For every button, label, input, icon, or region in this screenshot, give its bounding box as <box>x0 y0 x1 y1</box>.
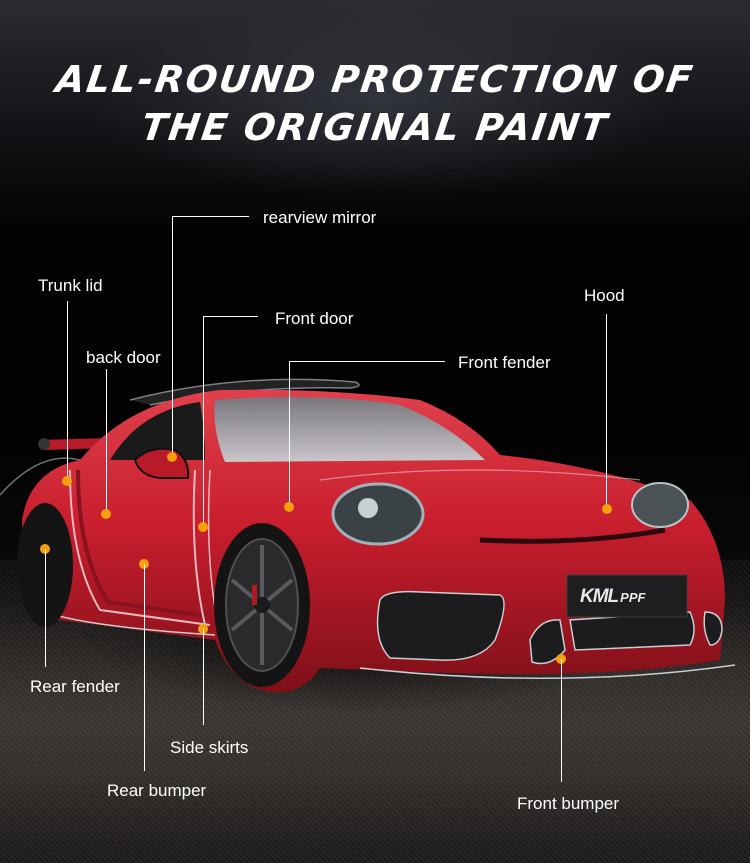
headline-line-1: ALL-ROUND PROTECTION OF <box>53 58 697 101</box>
label-front-bumper: Front bumper <box>517 794 620 813</box>
label-rear-bumper: Rear bumper <box>107 781 207 800</box>
label-rear-fender: Rear fender <box>30 677 120 696</box>
trunk-lid-marker <box>62 476 72 486</box>
front-door-marker <box>198 522 208 532</box>
plate-brand: KML <box>580 586 619 607</box>
label-front-fender: Front fender <box>458 353 551 372</box>
plate-suffix: PPF <box>620 590 646 605</box>
label-trunk-lid: Trunk lid <box>38 276 103 295</box>
label-rearview-mirror: rearview mirror <box>263 208 377 227</box>
headline-line-2: THE ORIGINAL PAINT <box>138 106 612 149</box>
label-hood: Hood <box>584 286 625 305</box>
front-fender-marker <box>284 502 294 512</box>
sports-car-illustration <box>0 378 736 693</box>
hood-marker <box>602 504 612 514</box>
label-front-door: Front door <box>275 309 354 328</box>
label-back-door: back door <box>86 348 161 367</box>
label-side-skirts: Side skirts <box>170 738 249 757</box>
rearview-mirror-marker <box>167 452 177 462</box>
back-door-marker <box>101 509 111 519</box>
